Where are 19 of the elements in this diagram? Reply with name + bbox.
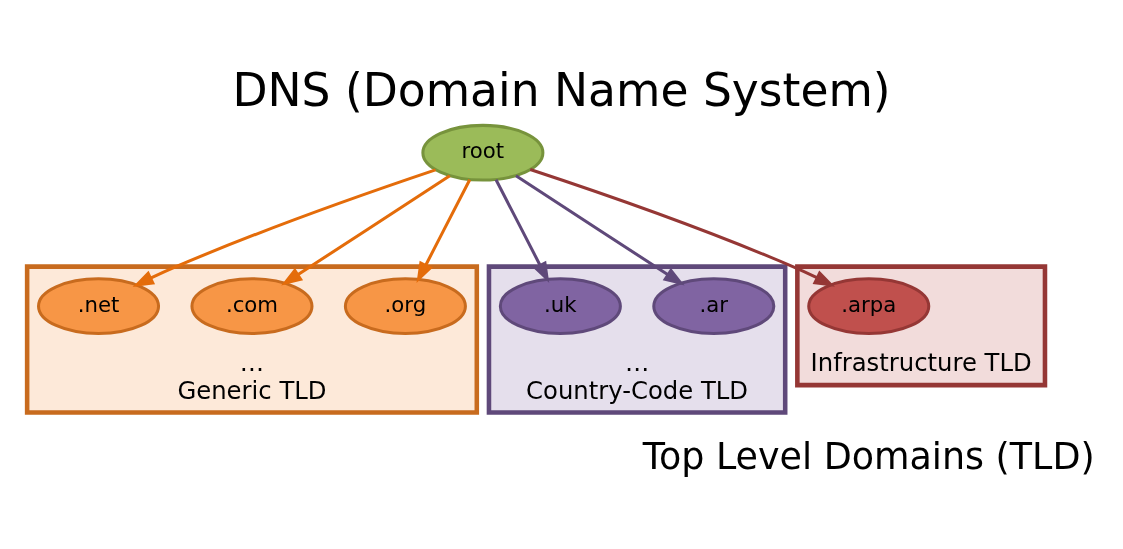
arrow (494, 178, 550, 283)
node-ellipse: .org (343, 276, 467, 335)
arrow (416, 178, 472, 283)
node-ellipse: .arpa (807, 276, 931, 335)
node-ellipse: .uk (498, 276, 622, 335)
node-ellipse: root (421, 123, 545, 182)
diagram-title: DNS (Domain Name System) (232, 63, 891, 117)
label: Top Level Domains (TLD) (642, 434, 1095, 478)
arrow (132, 167, 436, 287)
arrow (515, 174, 685, 286)
node-ellipse: .com (190, 276, 314, 335)
arrow (529, 167, 836, 287)
node-label: Country-Code TLD (526, 375, 749, 405)
node-ellipse: .ar (652, 276, 776, 335)
cluster (795, 263, 1048, 387)
node-ellipse: .net (37, 276, 161, 335)
node-label: Infrastructure TLD (810, 347, 1032, 377)
node-label: Generic TLD (177, 375, 327, 405)
arrow (281, 174, 451, 286)
